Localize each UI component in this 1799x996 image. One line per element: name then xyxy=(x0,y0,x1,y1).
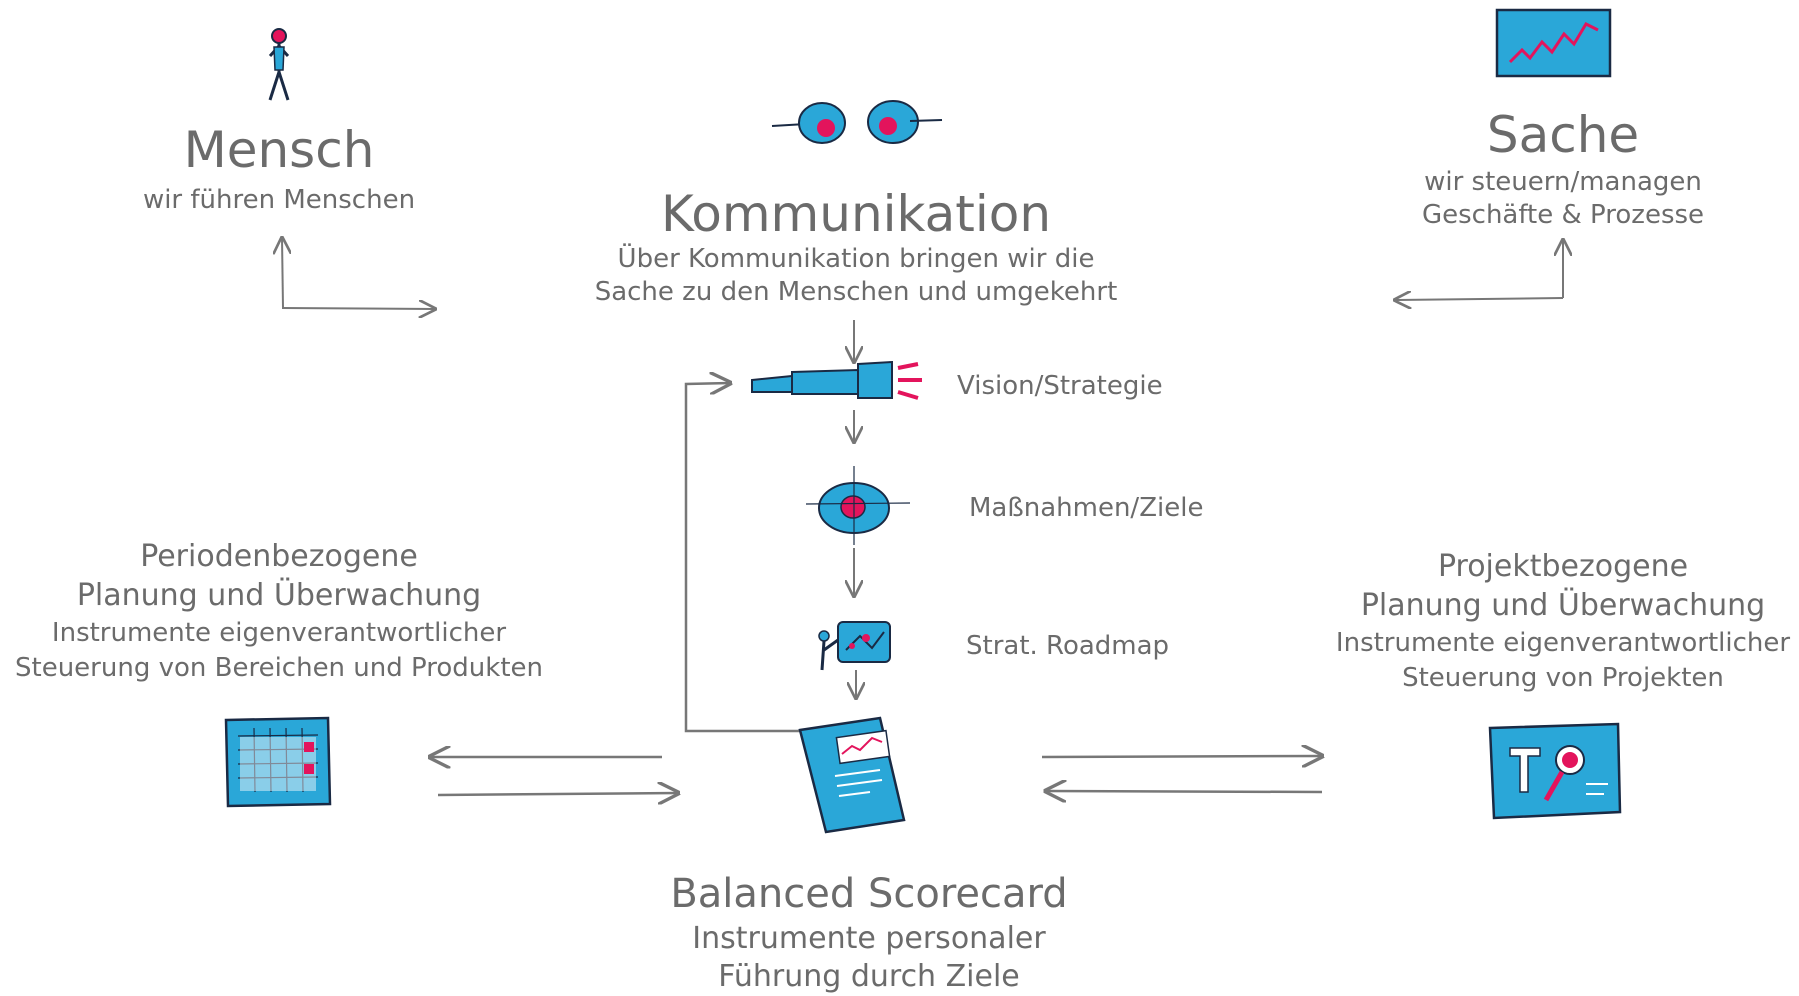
mensch-title: Mensch xyxy=(183,121,375,179)
roadmap-icon xyxy=(818,621,891,671)
arrow-left-right xyxy=(1395,298,1564,300)
scorecard-line2: Führung durch Ziele xyxy=(718,959,1020,994)
arrow-from-perioden xyxy=(437,793,678,795)
projekt-line1: Projektbezogene xyxy=(1437,549,1689,584)
sache-line1: wir steuern/managen xyxy=(1424,167,1702,197)
target-icon xyxy=(805,466,911,545)
arrow-up-left xyxy=(282,238,283,309)
kommunikation-line2: Sache zu den Menschen und umgekehrt xyxy=(594,277,1118,307)
scorecard-title: Balanced Scorecard xyxy=(670,871,1068,917)
mensch-subtitle: wir führen Menschen xyxy=(142,185,416,215)
scorecard-document-icon xyxy=(798,716,906,834)
step-massnahmen-label: Maßnahmen/Ziele xyxy=(969,493,1204,523)
projekt-line2: Planung und Überwachung xyxy=(1360,588,1766,623)
kommunikation-line1: Über Kommunikation bringen wir die xyxy=(617,244,1095,274)
step-vision-label: Vision/Strategie xyxy=(957,371,1163,401)
kommunikation-title: Kommunikation xyxy=(660,185,1052,243)
chart-monitor-icon xyxy=(1495,8,1612,78)
calendar-plan-icon xyxy=(224,716,332,808)
perioden-line4: Steuerung von Bereichen und Produkten xyxy=(15,653,543,683)
scorecard-line1: Instrumente personaler xyxy=(692,921,1046,956)
feedback-loop-arrow xyxy=(684,383,800,733)
arrow-to-projekt xyxy=(1041,756,1322,757)
project-tools-icon xyxy=(1488,722,1622,820)
sache-line2: Geschäfte & Prozesse xyxy=(1421,200,1705,230)
perioden-line3: Instrumente eigenverantwortlicher xyxy=(51,618,507,648)
perioden-line2: Planung und Überwachung xyxy=(76,578,482,613)
step-roadmap-label: Strat. Roadmap xyxy=(966,631,1170,661)
telescope-icon xyxy=(751,360,922,400)
person-icon xyxy=(268,28,290,101)
sache-title: Sache xyxy=(1486,106,1640,164)
projekt-line4: Steuerung von Projekten xyxy=(1402,663,1724,693)
communication-heads-icon xyxy=(771,100,943,144)
projekt-line3: Instrumente eigenverantwortlicher xyxy=(1335,628,1791,658)
arrow-right-left xyxy=(281,308,435,309)
perioden-line1: Periodenbezogene xyxy=(140,539,418,574)
arrow-from-projekt xyxy=(1046,791,1323,792)
